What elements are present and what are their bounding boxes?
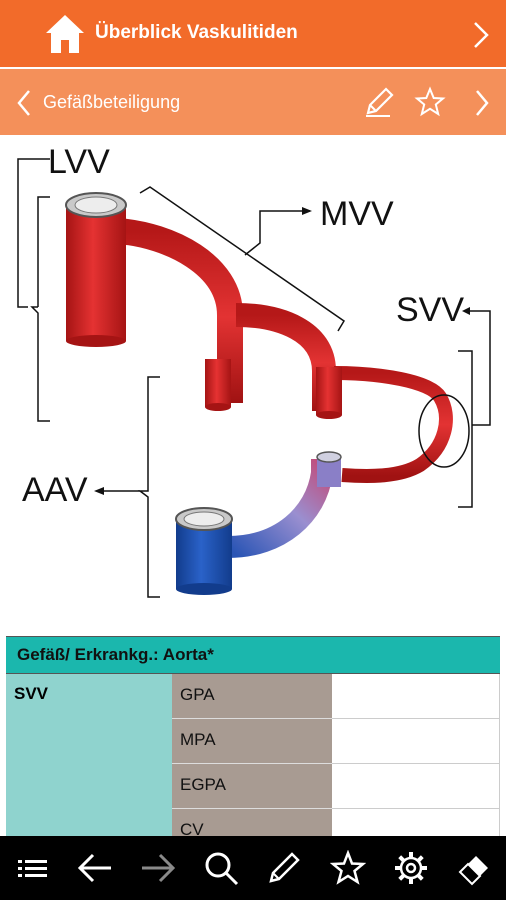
table-row-label: GPA (172, 674, 332, 719)
vessel-diagram: LVV MVV SVV AAV (17, 143, 491, 598)
table-cell (332, 674, 500, 719)
gear-icon[interactable] (393, 850, 429, 886)
lvv-label: LVV (48, 143, 110, 181)
section-header: Gefäßbeteiligung (0, 69, 506, 135)
star-icon[interactable] (414, 86, 446, 118)
venule (227, 459, 333, 558)
search-icon[interactable] (203, 850, 239, 886)
table-cell (332, 719, 500, 764)
chevron-right-icon[interactable] (472, 20, 490, 50)
app-header: Überblick Vaskulitiden (0, 0, 506, 67)
forward-arrow-icon[interactable] (140, 850, 176, 886)
artery-branch-1 (116, 218, 243, 403)
eraser-icon[interactable] (456, 850, 492, 886)
app-title: Überblick Vaskulitiden (95, 22, 298, 43)
vessel-table: Gefäß/ Erkrankg.: Aorta* SVV GPA MPA EGP… (6, 636, 500, 836)
table-row-label: CV (172, 809, 332, 836)
arteriole (333, 366, 453, 483)
table-cell (332, 764, 500, 809)
pencil-icon[interactable] (362, 85, 394, 119)
aorta (66, 203, 126, 341)
svv-bracket (458, 350, 473, 508)
list-icon[interactable] (14, 850, 50, 886)
artery-branch-2 (235, 303, 336, 411)
table-header: Gefäß/ Erkrankg.: Aorta* (6, 636, 500, 674)
aav-bracket (137, 376, 160, 598)
table-row-label: MPA (172, 719, 332, 764)
lvv-bracket-inner (30, 196, 50, 422)
mvv-label: MVV (320, 195, 394, 233)
chevron-left-icon[interactable] (16, 89, 32, 117)
section-title: Gefäßbeteiligung (43, 92, 181, 112)
capillary-ring (418, 394, 470, 468)
group-cell: SVV (6, 674, 172, 836)
star-icon[interactable] (330, 850, 366, 886)
lvv-bracket-outer (17, 158, 44, 308)
svv-label: SVV (396, 291, 464, 329)
pencil-icon[interactable] (266, 850, 302, 886)
home-icon[interactable] (44, 12, 86, 56)
header-divider (0, 67, 506, 69)
table-cell (332, 809, 500, 836)
bottom-toolbar (0, 836, 506, 900)
chevron-right-icon[interactable] (474, 89, 490, 117)
table-row-label: EGPA (172, 764, 332, 809)
back-arrow-icon[interactable] (77, 850, 113, 886)
aav-label: AAV (22, 471, 88, 509)
